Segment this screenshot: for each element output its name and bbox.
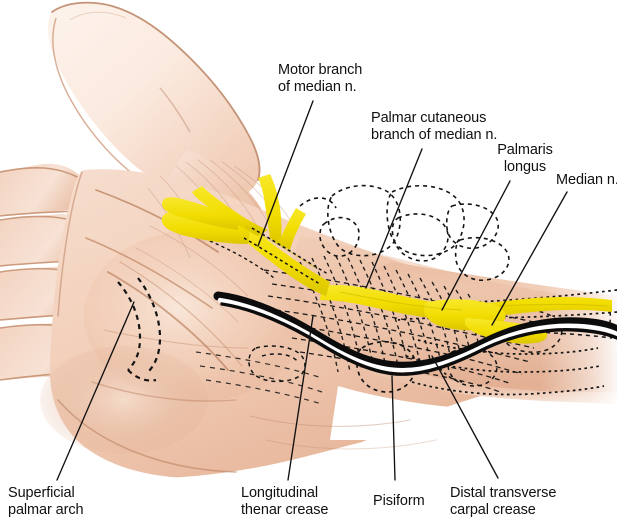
distal-palmar-crease-curve xyxy=(213,291,617,376)
thenar-fold-a xyxy=(149,225,249,297)
median-nerve-shading xyxy=(245,225,609,311)
leader-distal-transverse-carpal-crease xyxy=(431,355,499,479)
leader-superficial-palmar-arch xyxy=(56,301,135,481)
superficial-palmar-arch xyxy=(117,277,162,382)
leader-motor-branch xyxy=(257,100,314,247)
wrist-fold-b xyxy=(265,439,437,450)
pisiform-label: Pisiform xyxy=(373,493,425,509)
wrist-fold-a xyxy=(249,415,411,427)
thenar-crease-skin-2 xyxy=(119,261,243,367)
palmar-cutaneous-branch-label: Palmar cutaneous branch of median n. xyxy=(371,110,498,143)
palmaris-longus-label: Palmaris longus xyxy=(497,142,553,175)
median-nerve-recurrent-motor-branch xyxy=(258,174,282,246)
leader-longitudinal-thenar-crease xyxy=(287,315,314,481)
leader-palmaris-longus xyxy=(441,180,511,311)
thumb-ip-crease xyxy=(159,87,191,133)
thenar-crease-skin xyxy=(107,271,229,371)
hypothenar-crease xyxy=(91,381,237,402)
distal-palmar-crease-skin xyxy=(95,189,219,253)
index-finger-base xyxy=(0,163,92,216)
hypothenar-eminence xyxy=(40,346,208,454)
median-nerve-under-ligament-dots xyxy=(243,227,329,285)
distal-transverse-carpal-crease xyxy=(405,355,601,373)
distal-transverse-carpal-crease-label: Distal transverse carpal crease xyxy=(450,485,557,517)
median-nerve-label: Median n. xyxy=(556,172,617,188)
triquetrum-outline xyxy=(445,203,500,250)
trapezium-outline xyxy=(319,216,360,257)
leader-pisiform xyxy=(391,375,396,481)
palm-edge-lower xyxy=(57,399,237,473)
crease-curve-black-lower xyxy=(220,302,617,376)
thumb-nail-highlight xyxy=(69,11,127,21)
thenar-fold-b xyxy=(135,247,239,323)
median-nerve-spur-left xyxy=(162,197,238,230)
crease-curve-black xyxy=(213,291,617,371)
proximal-wrist-crease xyxy=(411,381,605,396)
median-nerve-branch-index xyxy=(161,211,250,244)
lunate-outline xyxy=(386,184,465,257)
median-nerve-branch-middle xyxy=(192,186,268,236)
palm-edge-upper xyxy=(57,171,83,317)
motor-branch-label: Motor branch of median n. xyxy=(278,62,363,95)
capitate-outline xyxy=(391,213,449,262)
longitudinal-thenar-crease-label: Longitudinal thenar crease xyxy=(241,485,329,517)
wrist-crease-lines xyxy=(405,339,605,396)
flexor-tendon-sheath xyxy=(248,345,306,383)
leader-median-nerve xyxy=(491,191,568,326)
thumb-outline xyxy=(51,1,261,181)
hamate-outline xyxy=(454,236,510,282)
median-nerve-trunk xyxy=(320,284,612,319)
crease-curve-white xyxy=(217,297,617,373)
ulnar-dashed-outline xyxy=(498,309,563,353)
leader-lines-group xyxy=(56,100,568,481)
thumb-shape xyxy=(47,2,260,202)
proximal-palmar-crease-skin xyxy=(85,237,213,309)
lower-white-mask xyxy=(0,408,617,517)
median-nerve-branch-superior xyxy=(278,208,306,250)
leader-palmar-cutaneous xyxy=(365,148,423,289)
palm-fine-dashes xyxy=(195,351,323,405)
median-nerve-common-digital-trunk xyxy=(232,218,330,296)
carpal-bone-outlines xyxy=(299,184,510,282)
median-nerve xyxy=(161,174,612,344)
superficial-palmar-arch-label: Superficial palmar arch xyxy=(8,485,84,517)
